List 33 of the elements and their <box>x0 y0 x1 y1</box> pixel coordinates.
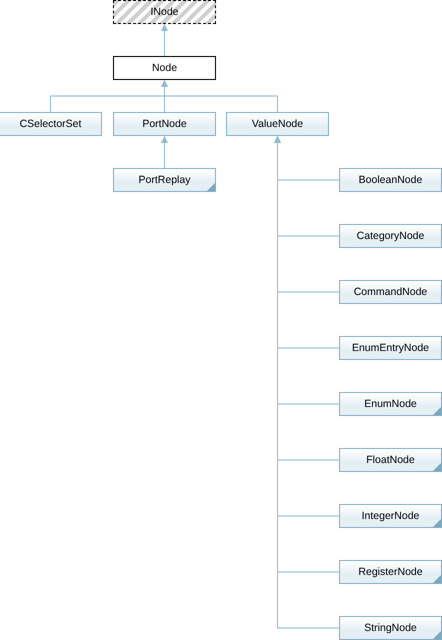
class-box <box>339 448 442 472</box>
class-name: ValueNode <box>252 118 304 130</box>
class-name: IntegerNode <box>362 510 420 522</box>
class-box <box>113 112 216 136</box>
class-box <box>113 56 216 80</box>
class-box <box>339 560 442 584</box>
class-name: PortNode <box>142 118 187 130</box>
class-box <box>339 224 442 248</box>
class-name: EnumEntryNode <box>352 342 430 354</box>
inheritance-arrow <box>161 136 168 168</box>
class-name: PortReplay <box>138 174 190 186</box>
class-box <box>339 336 442 360</box>
class-name: CommandNode <box>354 286 428 298</box>
class-box <box>339 504 442 528</box>
class-box <box>339 392 442 416</box>
class-box <box>339 616 442 640</box>
inheritance-arrow <box>161 24 168 56</box>
class-name: FloatNode <box>366 454 415 466</box>
class-name: CategoryNode <box>356 230 424 242</box>
class-name: CSelectorSet <box>20 118 82 130</box>
class-box <box>0 112 102 136</box>
class-box <box>226 112 329 136</box>
class-name: Node <box>152 62 178 74</box>
inheritance-arrow <box>161 80 278 112</box>
class-box <box>339 280 442 304</box>
class-box <box>113 168 216 192</box>
class-box <box>339 168 442 192</box>
class-name: BooleanNode <box>358 174 422 186</box>
interface-box <box>113 0 216 24</box>
class-name: StringNode <box>364 622 417 634</box>
class-name: RegisterNode <box>358 566 423 578</box>
class-name: INode <box>150 6 179 18</box>
class-name: EnumNode <box>364 398 417 410</box>
